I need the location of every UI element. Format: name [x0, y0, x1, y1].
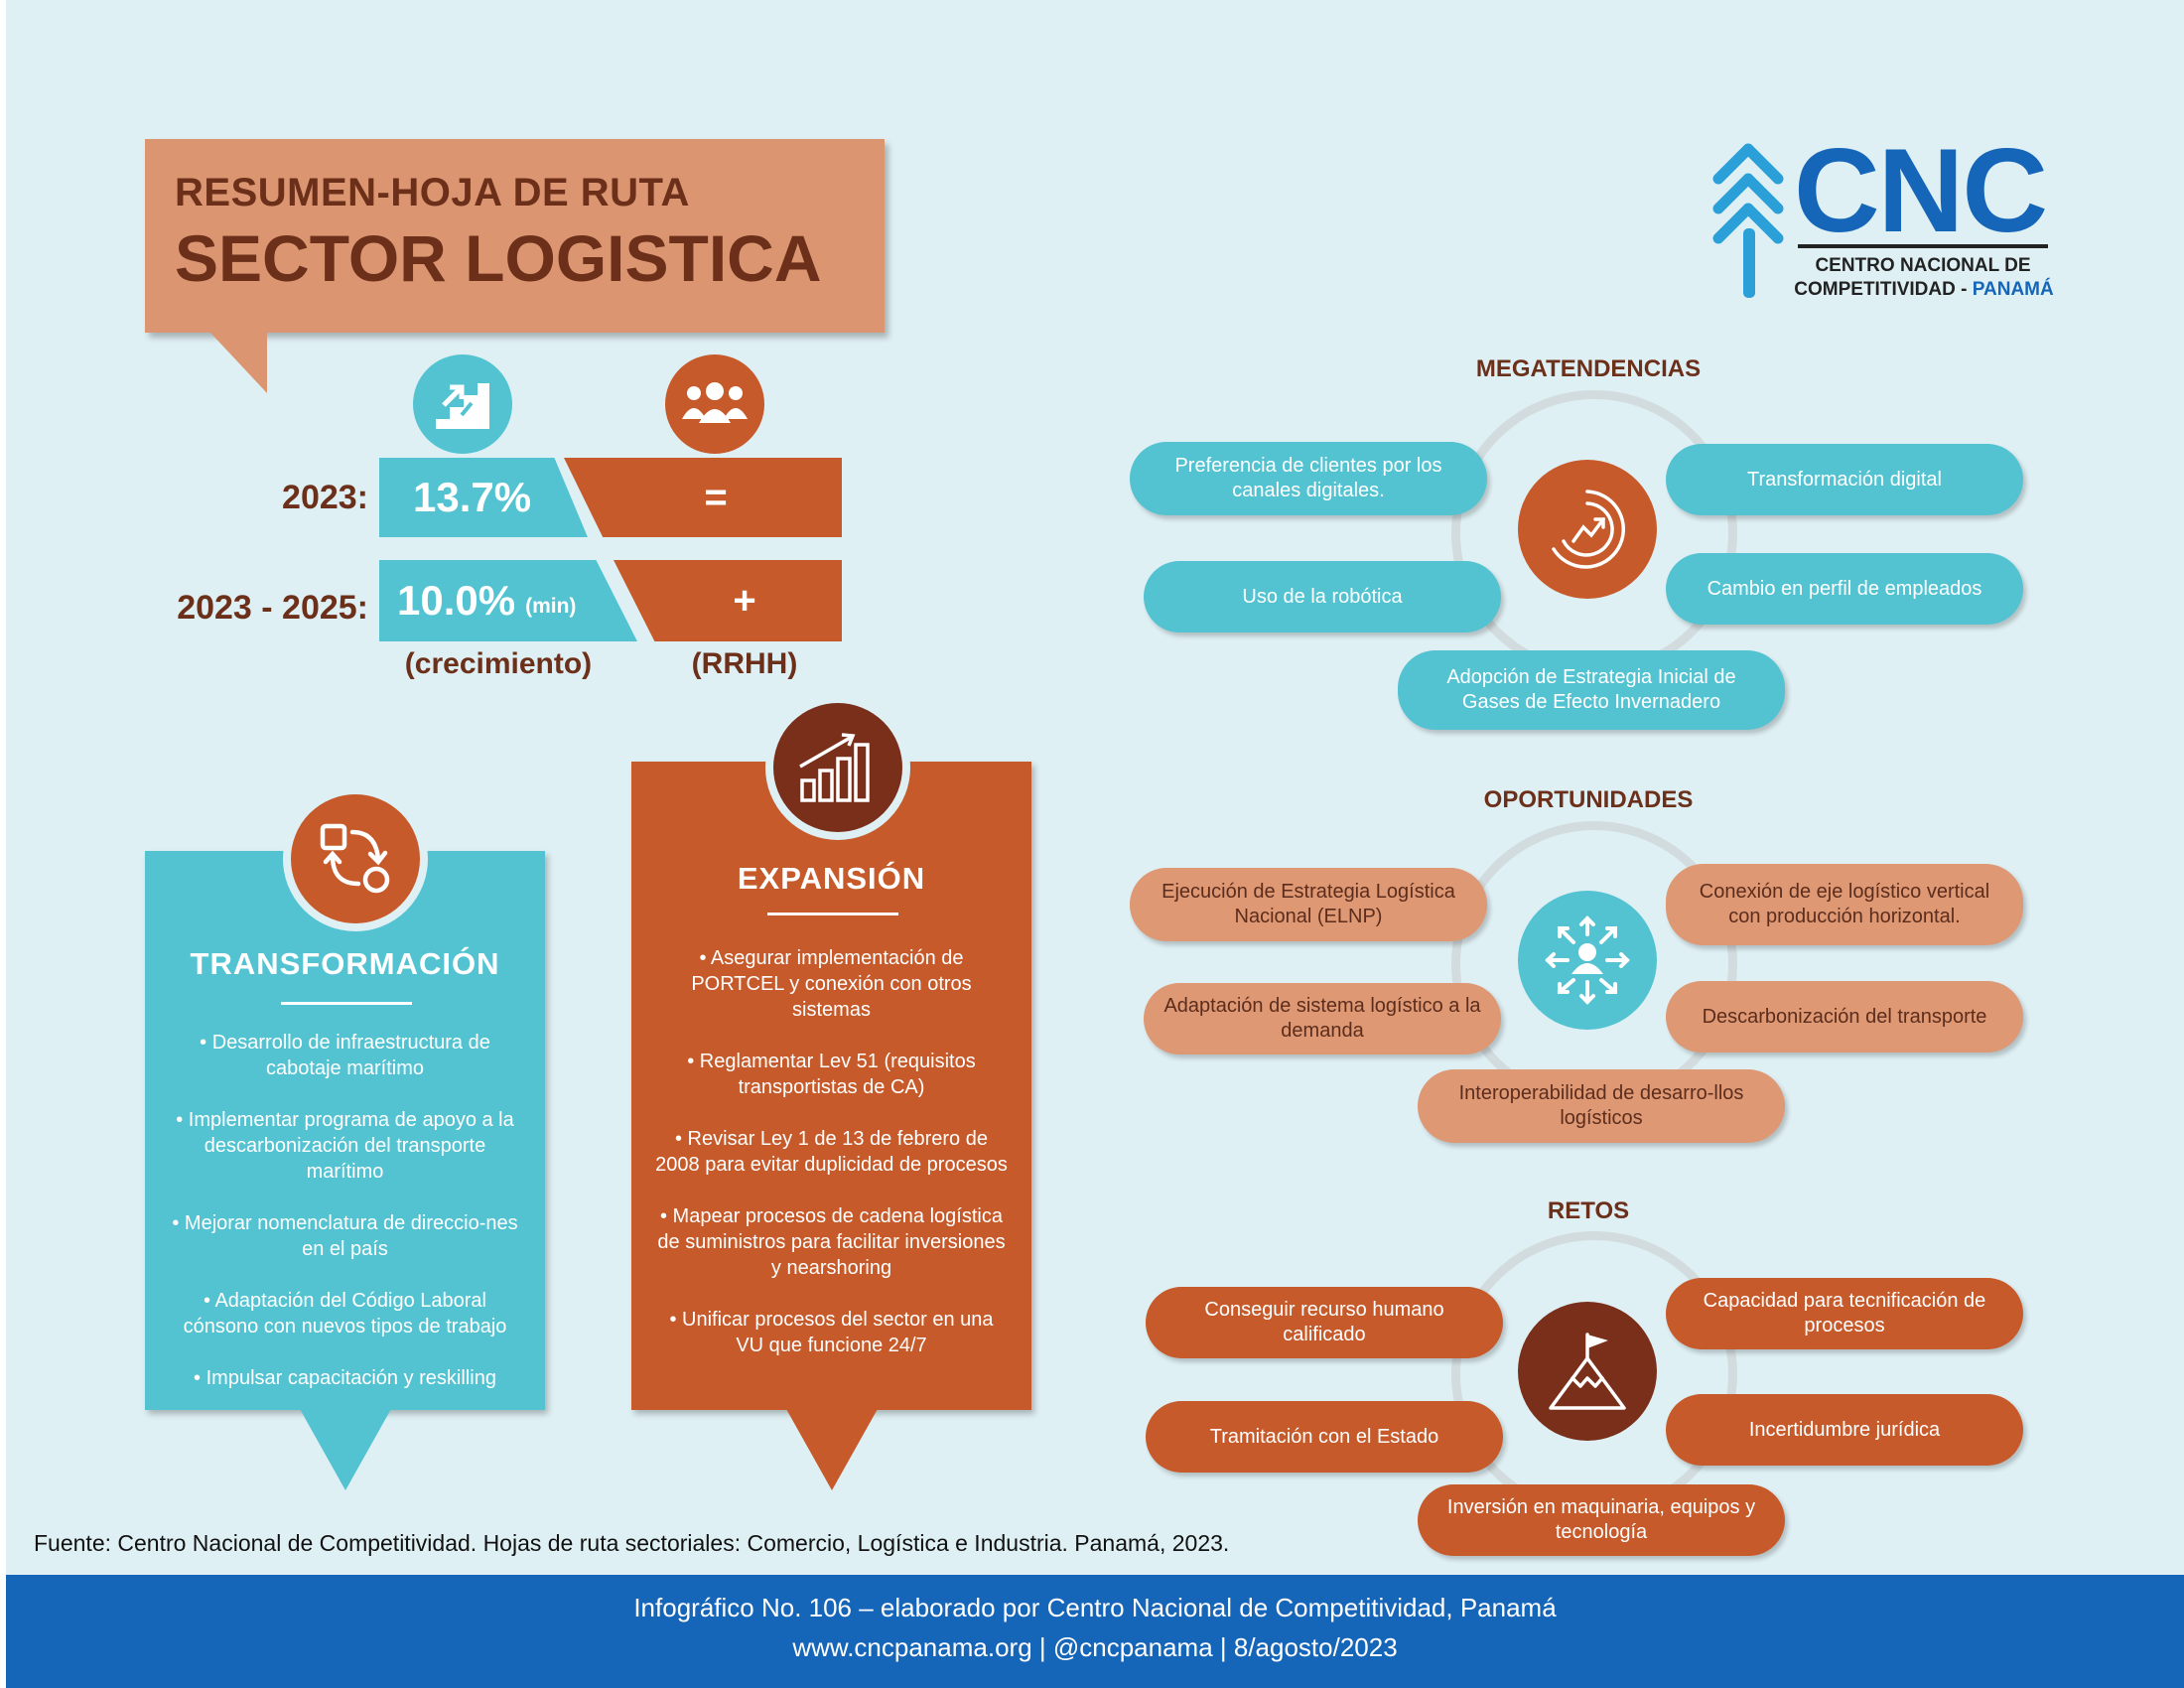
oportunidad-pill: Interoperabilidad de desarro-llos logíst… — [1418, 1069, 1785, 1143]
megatendencias-icon-circle — [1518, 460, 1657, 599]
list-item: • Impulsar capacitación y reskilling — [194, 1367, 496, 1389]
expansion-panel: EXPANSIÓN • Asegurar implementación de P… — [631, 762, 1031, 1410]
expansion-title: EXPANSIÓN — [737, 861, 926, 896]
label-crecimiento: (crecimiento) — [404, 647, 593, 680]
list-item: • Revisar Ley 1 de 13 de febrero de 2008… — [655, 1128, 1008, 1176]
list-item: • Reglamentar Lev 51 (requisitos transpo… — [687, 1051, 976, 1098]
reto-pill: Tramitación con el Estado — [1146, 1401, 1503, 1473]
logo-line2-text: COMPETITIVIDAD - — [1794, 279, 1973, 300]
megatendencia-pill: Transformación digital — [1666, 444, 2023, 515]
transformacion-title: TRANSFORMACIÓN — [190, 946, 500, 981]
transformacion-panel: TRANSFORMACIÓN • Desarrollo de infraestr… — [145, 851, 545, 1410]
megatendencias-title: MEGATENDENCIAS — [1475, 355, 1702, 382]
list-item: • Adaptación del Código Laboral cónsono … — [183, 1290, 507, 1337]
stat-year-2023: 2023: — [282, 479, 368, 516]
title-callout-tail — [209, 332, 267, 393]
growth-2025-suffix: (min) — [525, 595, 577, 618]
list-item: • Asegurar implementación de PORTCEL y c… — [691, 947, 972, 1021]
stairs-growth-icon — [436, 383, 489, 429]
logo-rule — [1798, 244, 2048, 248]
transformacion-icon-circle — [283, 786, 428, 931]
logo-line2: COMPETITIVIDAD - PANAMÁ — [1794, 279, 2054, 301]
logo-line2-accent: PANAMÁ — [1972, 279, 2054, 300]
expansion-list: • Asegurar implementación de PORTCEL y c… — [653, 945, 1010, 1384]
megatendencia-pill: Cambio en perfil de empleados — [1666, 553, 2023, 625]
trend-circle-icon — [1552, 490, 1625, 569]
reto-pill: Capacidad para tecnificación de procesos — [1666, 1278, 2023, 1349]
expansion-panel-tail — [786, 1409, 878, 1490]
megatendencia-pill: Preferencia de clientes por los canales … — [1130, 442, 1487, 515]
stat-year-2023-2025: 2023 - 2025: — [177, 589, 368, 627]
logo-text: CNC — [1794, 124, 2048, 257]
title-subtitle: RESUMEN-HOJA DE RUTA — [175, 171, 690, 214]
footer-bar: Infográfico No. 106 – elaborado por Cent… — [6, 1575, 2184, 1688]
expansion-icon-circle — [765, 695, 910, 840]
footer-line1: Infográfico No. 106 – elaborado por Cent… — [633, 1593, 1557, 1622]
list-item: • Desarrollo de infraestructura de cabot… — [200, 1032, 490, 1079]
transformacion-panel-tail — [300, 1409, 391, 1490]
growth-circle — [413, 354, 512, 454]
person-network-icon — [1545, 915, 1630, 1005]
rrhh-2025-badge: + — [614, 560, 842, 641]
rrhh-2023-value: = — [704, 475, 728, 519]
oportunidad-pill: Descarbonización del transporte — [1666, 981, 2023, 1053]
expansion-rule — [767, 913, 898, 915]
retos-icon-circle — [1518, 1302, 1657, 1441]
process-cycle-icon — [320, 823, 390, 894]
logo-line1: CENTRO NACIONAL DE — [1815, 255, 2031, 276]
oportunidad-pill: Ejecución de Estrategia Logística Nacion… — [1130, 868, 1487, 941]
rrhh-circle — [665, 354, 764, 454]
source-note: Fuente: Centro Nacional de Competitivida… — [34, 1530, 1230, 1556]
growth-2023-value: 13.7% — [413, 474, 532, 520]
oportunidades-title: OPORTUNIDADES — [1483, 786, 1694, 813]
oportunidades-icon-circle — [1518, 891, 1657, 1030]
reto-pill: Incertidumbre jurídica — [1666, 1394, 2023, 1466]
list-item: • Unificar procesos del sector en una VU… — [669, 1309, 994, 1356]
title-main: SECTOR LOGISTICA — [175, 221, 822, 295]
arrow-up-logo-icon — [1712, 143, 1784, 298]
growth-2025-badge: 10.0% (min) — [379, 560, 637, 641]
growth-2023-badge: 13.7% — [379, 458, 588, 537]
infographic-page: RESUMEN-HOJA DE RUTA SECTOR LOGISTICA CN… — [6, 0, 2184, 1688]
list-item: • Mapear procesos de cadena logística de… — [657, 1205, 1006, 1279]
bar-chart-growth-icon — [799, 733, 870, 802]
label-rrhh: (RRHH) — [691, 647, 798, 680]
rrhh-2023-badge: = — [564, 458, 842, 537]
rrhh-2025-value: + — [733, 578, 756, 623]
oportunidad-pill: Conexión de eje logístico vertical con p… — [1666, 864, 2023, 945]
retos-title: RETOS — [1547, 1197, 1630, 1224]
transformacion-rule — [281, 1002, 412, 1005]
transformacion-list: • Desarrollo de infraestructura de cabot… — [165, 1030, 525, 1417]
footer-line2: www.cncpanama.org | @cncpanama | 8/agost… — [792, 1632, 1398, 1662]
people-group-icon — [682, 382, 748, 423]
reto-pill: Conseguir recurso humano calificado — [1146, 1287, 1503, 1358]
title-callout: RESUMEN-HOJA DE RUTA SECTOR LOGISTICA — [145, 139, 885, 333]
list-item: • Mejorar nomenclatura de direccio-nes e… — [172, 1212, 518, 1260]
cnc-logo: CNC CENTRO NACIONAL DE COMPETITIVIDAD - … — [1708, 131, 2066, 303]
megatendencia-pill: Adopción de Estrategia Inicial de Gases … — [1398, 650, 1785, 730]
reto-pill: Inversión en maquinaria, equipos y tecno… — [1418, 1484, 1785, 1556]
megatendencia-pill: Uso de la robótica — [1144, 561, 1501, 633]
mountain-flag-icon — [1549, 1333, 1626, 1410]
list-item: • Implementar programa de apoyo a la des… — [176, 1109, 514, 1183]
growth-2025-value: 10.0% — [397, 577, 516, 624]
oportunidad-pill: Adaptación de sistema logístico a la dem… — [1144, 983, 1501, 1055]
